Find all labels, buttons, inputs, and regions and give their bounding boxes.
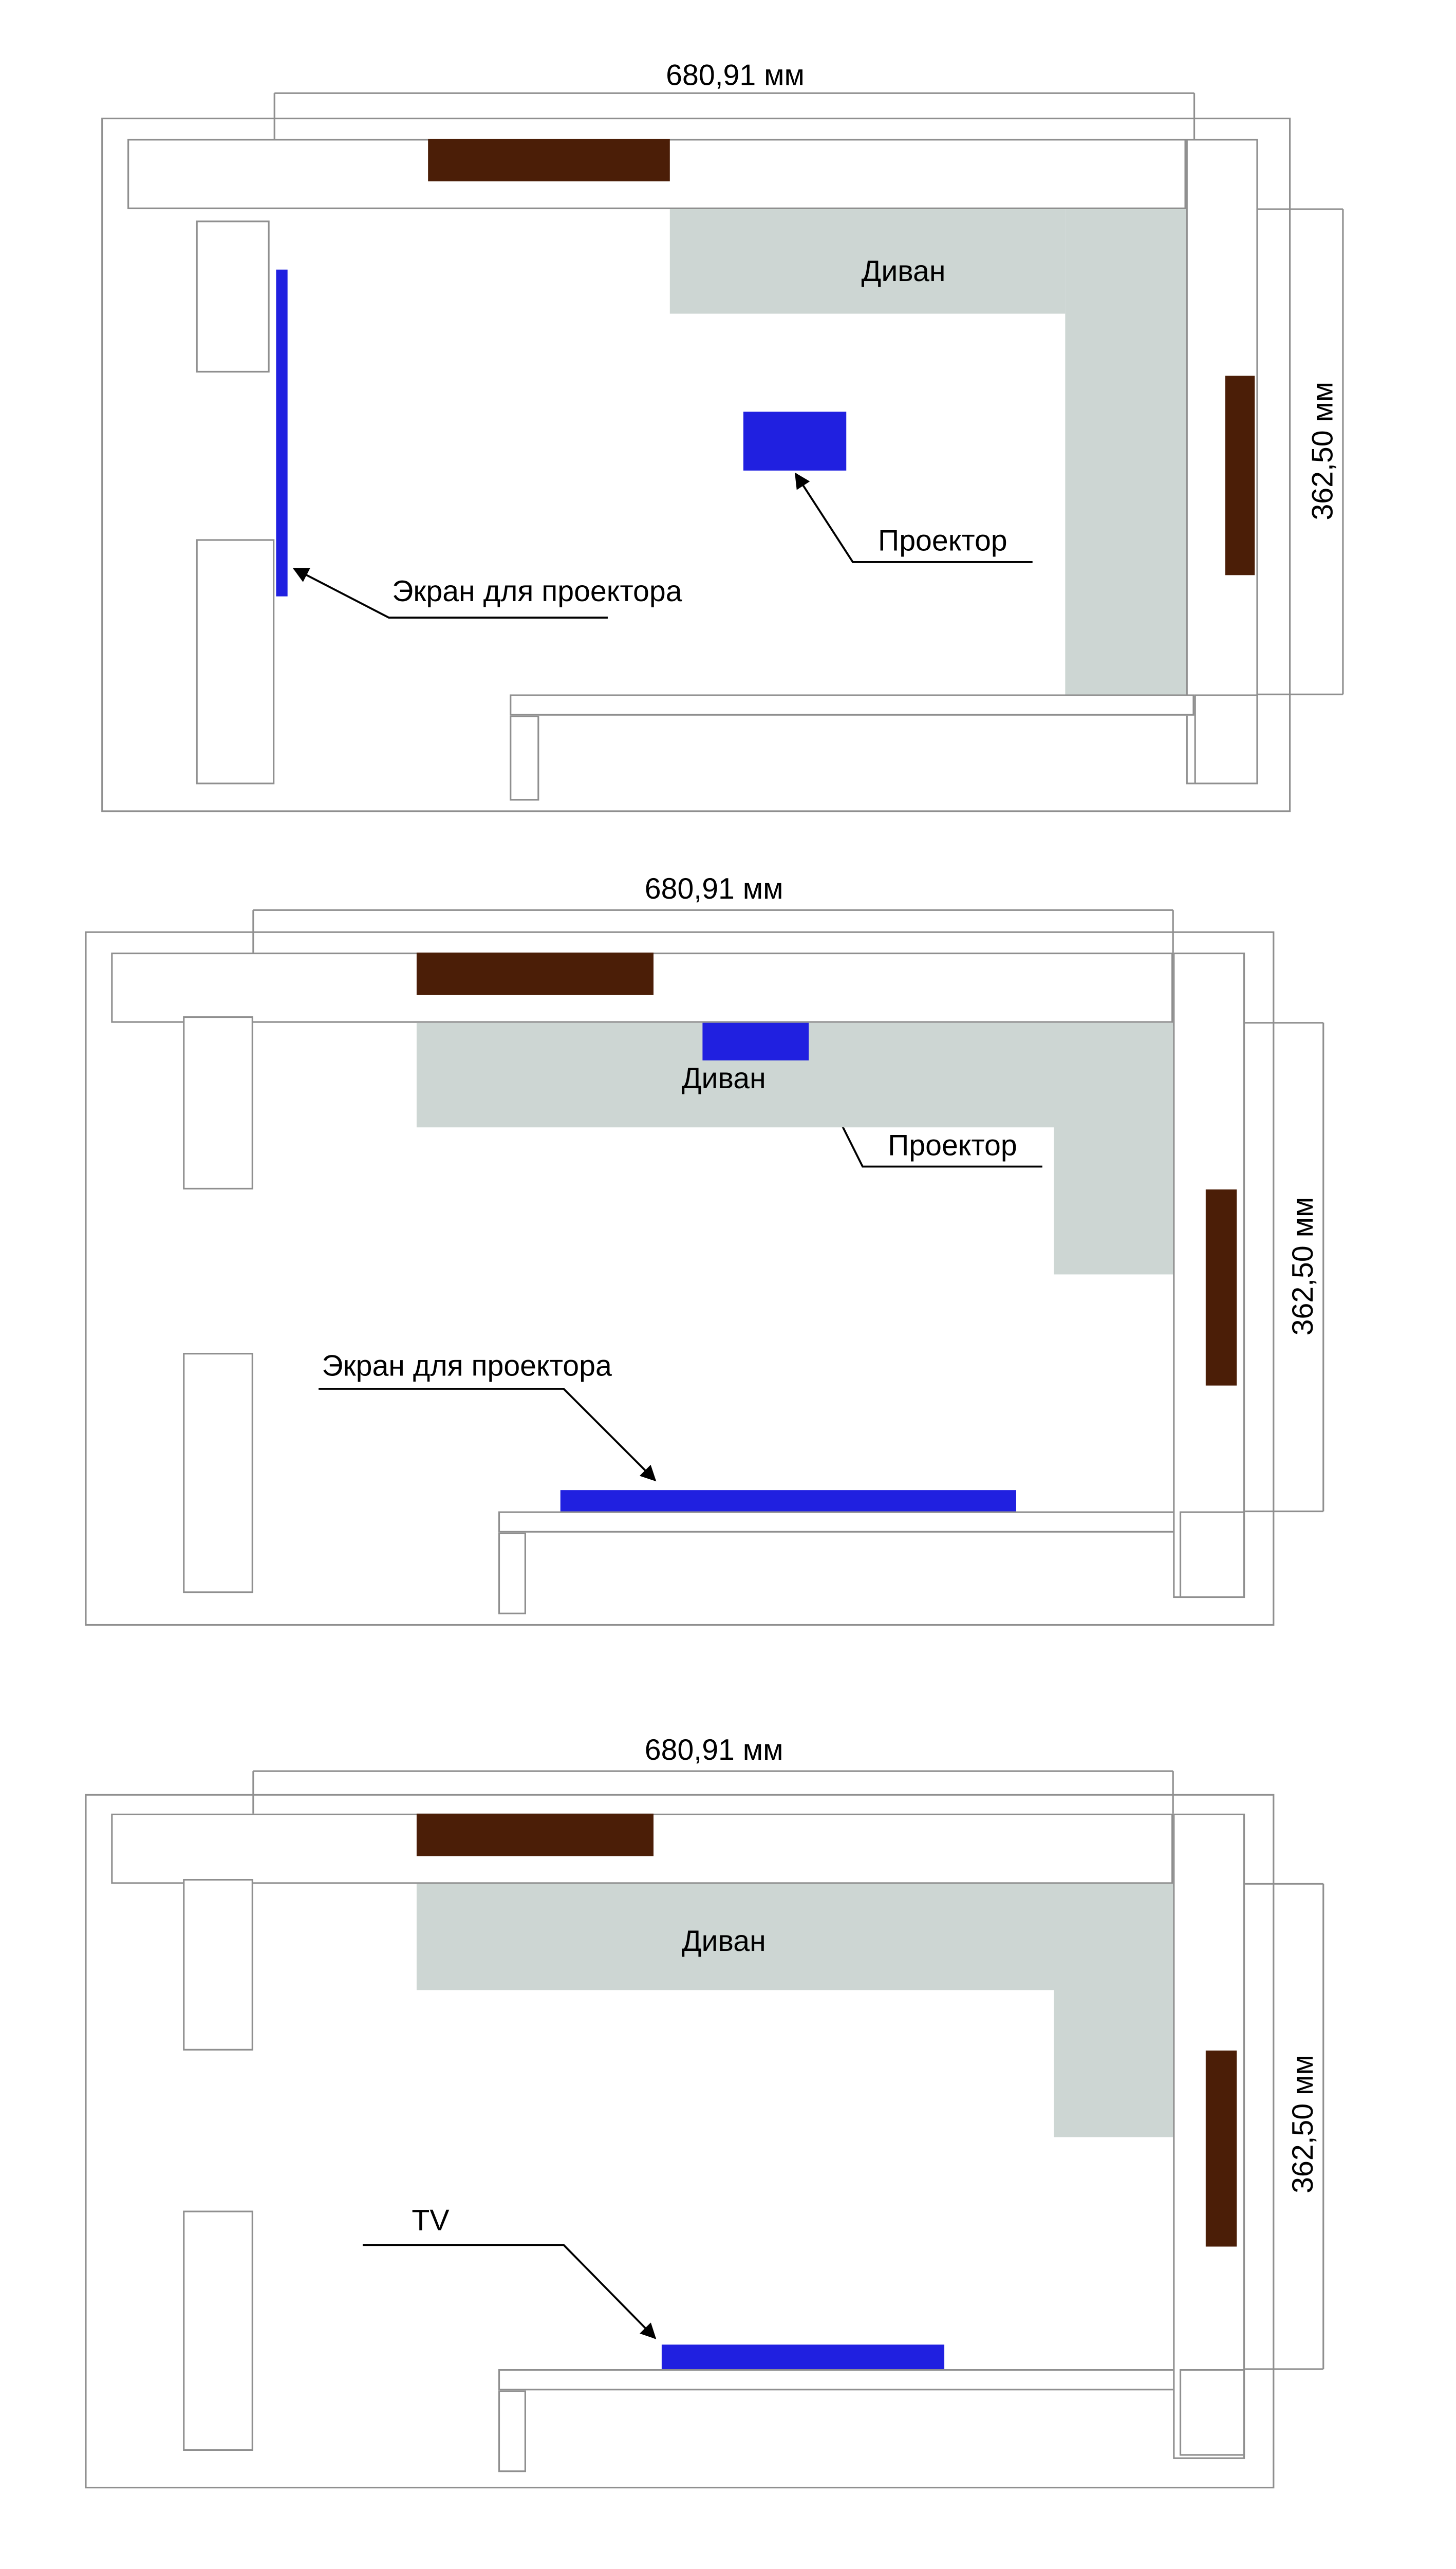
- plan1-top-brown-cabinet: [428, 139, 670, 181]
- plan1-room-outline: [101, 117, 1291, 812]
- plan2-top-brown-cabinet: [416, 952, 654, 995]
- plan2-projector-label: Проектор: [888, 1129, 1017, 1162]
- plan3-left-cabinet-top: [183, 1879, 253, 2051]
- plan2-sofa-vertical: [1054, 1022, 1173, 1275]
- plan3-width-dimension-label: 680,91 мм: [644, 1733, 783, 1766]
- plan1-sofa-vertical: [1065, 209, 1186, 695]
- plan2-room-outline: [85, 931, 1275, 1626]
- plan2-projector-screen: [560, 1490, 1016, 1512]
- plan1-width-dimension-label: 680,91 мм: [666, 59, 805, 92]
- plan3-top-brown-cabinet: [416, 1813, 654, 1856]
- plan2-bottom-shelf-leg: [498, 1532, 526, 1614]
- plan3-bottom-shelf: [498, 2369, 1180, 2391]
- plan3-tv-label: TV: [412, 2204, 450, 2237]
- plan1-sofa-horizontal: [669, 209, 1066, 314]
- plan2-bottom-shelf: [498, 1511, 1180, 1533]
- plan1-projector-label: Проектор: [878, 524, 1007, 557]
- plan3-right-cabinet-bottom: [1179, 2369, 1245, 2456]
- plan3-bottom-shelf-leg: [498, 2390, 526, 2472]
- plan1-right-cabinet-bottom: [1194, 694, 1258, 785]
- plan2-left-cabinet-top: [183, 1016, 253, 1190]
- plan2-sofa-label: Диван: [681, 1062, 766, 1095]
- plan1-sofa-label: Диван: [861, 255, 946, 288]
- plan2-width-dimension-label: 680,91 мм: [644, 872, 783, 905]
- plan3-right-brown-cabinet: [1205, 2050, 1237, 2247]
- plan3-sofa-label: Диван: [681, 1925, 766, 1958]
- plan2-left-cabinet-bottom: [183, 1353, 253, 1593]
- plan2-screen-label: Экран для проектора: [322, 1349, 612, 1383]
- plan1-left-cabinet-top: [196, 220, 270, 373]
- plan3-sofa-vertical: [1054, 1884, 1173, 2137]
- plan2-right-cabinet-bottom: [1179, 1511, 1245, 1598]
- plan1-screen-label: Экран для проектора: [392, 575, 682, 608]
- plan1-bottom-shelf: [510, 694, 1194, 716]
- plan3-tv: [661, 2344, 945, 2369]
- plan1-right-brown-cabinet: [1225, 376, 1255, 575]
- plan3-height-dimension-label: 362,50 мм: [1286, 2055, 1319, 2193]
- plan2-projector: [702, 1022, 809, 1060]
- plan1-projector-screen: [276, 269, 288, 597]
- plan3-left-cabinet-bottom: [183, 2210, 253, 2451]
- plan1-bottom-shelf-leg: [510, 715, 539, 801]
- plan1-projector: [743, 412, 847, 471]
- plan1-left-cabinet-bottom: [196, 539, 275, 785]
- plan2-right-brown-cabinet: [1205, 1189, 1237, 1386]
- plan3-room-outline: [85, 1794, 1275, 2489]
- plan3-sofa-horizontal: [416, 1884, 1054, 1990]
